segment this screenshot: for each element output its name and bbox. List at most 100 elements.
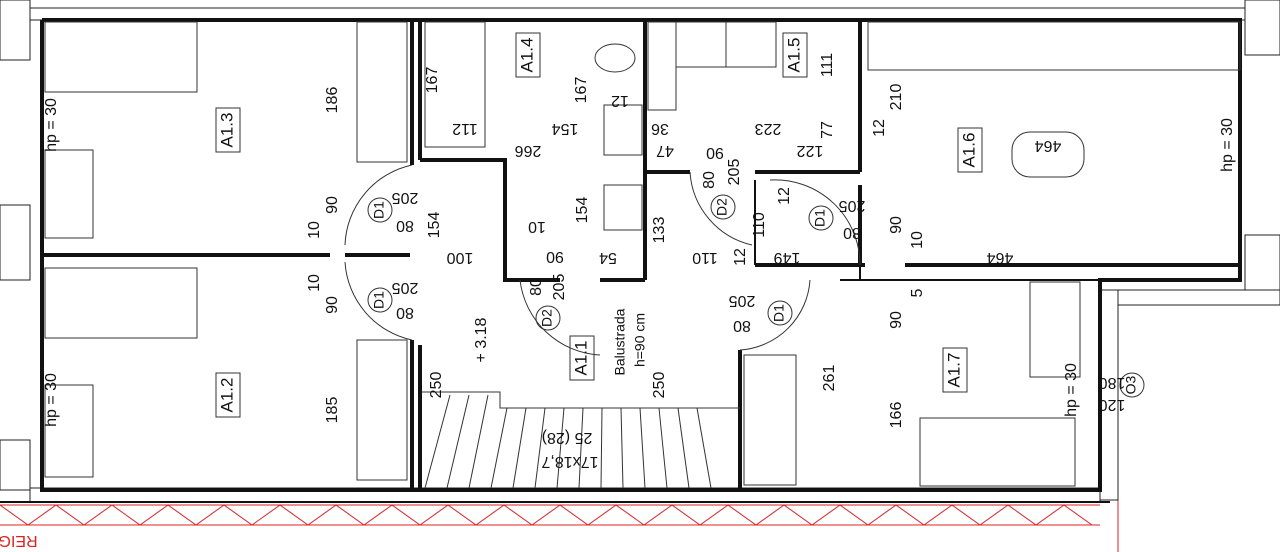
stairs-size: 17x18,7 [541,453,598,470]
dimension: 154 [552,120,579,137]
height-note: hp = 30 [1219,118,1236,172]
stair-tread [556,407,565,489]
dimension: 80 [396,217,414,234]
room-label-a16: A1.6 [959,133,978,168]
dimension: 80 [843,224,861,241]
door-tags: D1 D1 D2 D2 D1 D1 O3 [367,194,1145,398]
dimension: 5 [909,288,926,297]
level-mark: + 3.18 [473,317,490,362]
wardrobe [743,354,797,486]
dimension: 90 [706,144,724,161]
dimension: 54 [599,249,617,266]
dimension: 36 [651,120,669,137]
dimension: 205 [726,159,743,186]
bed [44,267,198,339]
room-label-a15: A1.5 [784,38,803,73]
dimension: 205 [551,274,568,301]
stair-tread [639,407,646,489]
annotations: hp = 30 hp = 30 hp = 30 hp = 30 + 3.18 B… [0,98,1236,549]
room-labels: A1.3 A1.2 A1.4 A1.5 A1.6 A1.7 A1.1 [215,32,983,418]
dimension: 10 [528,218,546,235]
door-tag-d1: D1 [812,209,828,227]
dimension: 110 [751,212,768,238]
dimension: 90 [324,296,341,314]
dimension: 12 [611,92,629,109]
dimension: 210 [888,84,905,111]
wardrobe [867,21,1241,71]
dimension: 47 [656,142,674,159]
dimension: 10 [306,274,323,292]
door-tag-d2: D2 [714,198,730,216]
dimension: 80 [396,304,414,321]
dimension: 154 [574,197,591,224]
dimension: 205 [392,279,419,296]
dimension: 110 [692,249,718,266]
room-label-a12: A1.2 [217,378,236,413]
door-tag-d2: D2 [539,309,555,327]
dimension: 166 [888,402,905,429]
dimension: 261 [821,365,838,392]
dimension: 205 [392,189,419,206]
furniture [44,21,1241,487]
dimension: 120 [1099,396,1126,413]
stairs-count: 25 (28) [542,429,593,446]
dimension: 10 [909,231,926,249]
balustrade-height: h=90 cm [632,313,648,367]
cabinet [725,21,777,68]
dimension: 186 [324,87,341,114]
dimension: 154 [426,212,443,239]
stair-tread [658,407,668,489]
boundary-label: REIG [0,532,38,549]
dimension: 12 [871,119,888,137]
dimension: 180 [1099,374,1126,391]
exterior-walls [0,0,1280,503]
balustrade-note: Balustrada [612,308,628,375]
dimension: 80 [528,278,545,296]
stair-tread [696,407,712,489]
dimension: 266 [515,142,542,159]
cabinet [675,21,727,68]
dimension: 185 [324,397,341,424]
stair-tread [512,407,527,489]
wardrobe [424,21,486,148]
dimension: 100 [447,249,474,266]
dimension: 167 [424,67,441,94]
desk [1029,281,1081,378]
dimension: 80 [701,171,718,189]
stair-tread [620,407,624,489]
dimension: 90 [888,311,905,329]
interior-walls [42,20,1240,490]
dimension: 90 [888,216,905,234]
dimension: 250 [428,372,445,399]
dimension: 122 [797,142,824,159]
stair-tread [446,394,470,489]
wardrobe [356,339,408,481]
dimension: 111 [819,53,836,77]
dimension: 80 [733,317,751,334]
dimension: 167 [573,77,590,104]
dimension: 133 [651,217,668,244]
dimension: 90 [546,248,564,265]
dimension: 205 [839,197,866,214]
desk [44,384,94,478]
door-tag-d1: D1 [771,304,787,322]
dimension: 464 [987,249,1014,266]
dimension: 12 [776,187,793,205]
wardrobe [356,21,408,163]
height-note: hp = 30 [43,373,60,427]
sink [603,104,643,156]
desk [44,149,94,239]
stair-tread [600,407,603,489]
toilet [594,43,636,73]
dimension: 223 [755,120,782,137]
dimension: 149 [774,249,801,266]
height-note: hp = 30 [43,98,60,152]
dimension: 77 [819,121,836,139]
dimension: 250 [651,372,668,399]
shaft [647,21,677,111]
staircase [422,391,740,489]
door-tag-d1: D1 [371,201,387,219]
dimension: 90 [324,196,341,214]
table [1011,131,1085,178]
